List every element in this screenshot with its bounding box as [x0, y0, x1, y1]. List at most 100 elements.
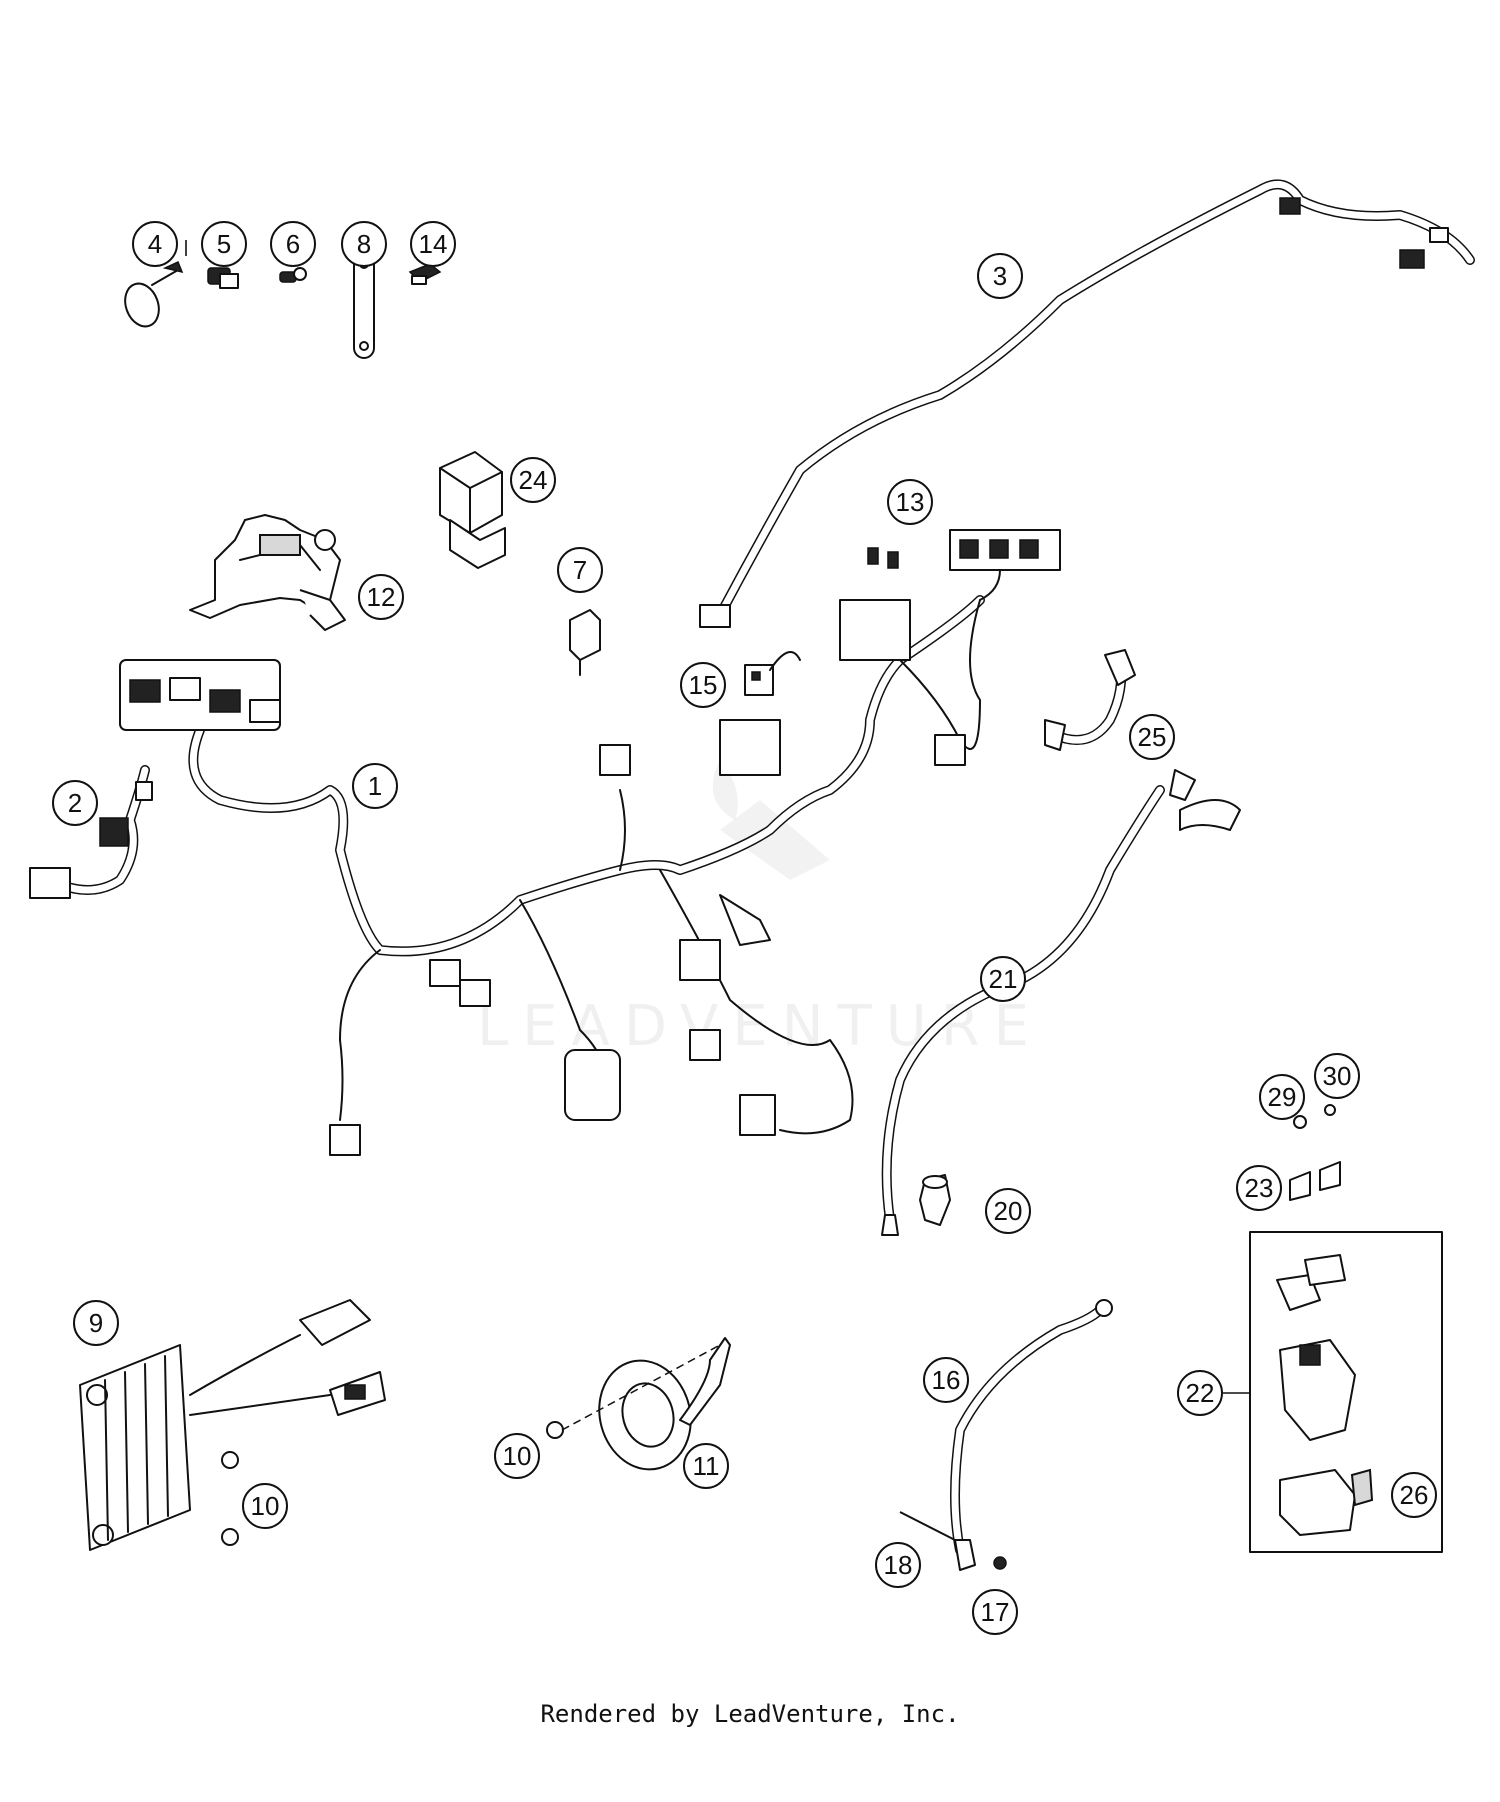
callout-23: 23: [1236, 1165, 1282, 1211]
callout-8: 8: [341, 221, 387, 267]
part-cable-tie: [124, 260, 184, 328]
part-relay-7: [569, 609, 601, 676]
callout-circle: [73, 1300, 119, 1346]
part-relay-24: [439, 451, 506, 569]
callout-2: 2: [52, 780, 98, 826]
callout-circle: [242, 1483, 288, 1529]
callout-label: 21: [989, 964, 1018, 994]
callout-circle: [875, 1542, 921, 1588]
sub-harness-2: [29, 765, 153, 899]
part-fuses-13: [867, 547, 899, 569]
callout-11: 11: [683, 1443, 729, 1489]
watermark-text: LEADVENTURE: [477, 994, 1043, 1059]
callout-label: 3: [993, 261, 1007, 291]
callout-circle: [923, 1357, 969, 1403]
callout-18: 18: [875, 1542, 921, 1588]
callout-label: 25: [1138, 722, 1167, 752]
callout-label: 22: [1186, 1378, 1215, 1408]
part-fuses-23: [1289, 1161, 1341, 1201]
callout-25: 25: [1129, 714, 1175, 760]
callout-circle: [510, 457, 556, 503]
callout-circle: [494, 1433, 540, 1479]
callout-circle: [972, 1589, 1018, 1635]
callout-label: 6: [286, 229, 300, 259]
callout-label: 26: [1400, 1480, 1429, 1510]
callout-6: 6: [270, 221, 316, 267]
part-connector-15: [744, 651, 801, 696]
callout-circle: [683, 1443, 729, 1489]
callout-7: 7: [557, 547, 603, 593]
callout-label: 17: [981, 1597, 1010, 1627]
callout-circle: [980, 956, 1026, 1002]
callout-circle: [887, 479, 933, 525]
part-regulator-9: [79, 1299, 386, 1551]
callout-label: 24: [519, 465, 548, 495]
callout-label: 30: [1323, 1061, 1352, 1091]
wire-3: [699, 179, 1475, 628]
callout-label: 2: [68, 788, 82, 818]
footer-credit: Rendered by LeadVenture, Inc.: [540, 1700, 960, 1728]
callout-21: 21: [980, 956, 1026, 1002]
callout-circle: [1236, 1165, 1282, 1211]
callout-label: 29: [1268, 1082, 1297, 1112]
callout-circle: [1259, 1074, 1305, 1120]
callout-17: 17: [972, 1589, 1018, 1635]
callout-1: 1: [352, 763, 398, 809]
callout-circle: [557, 547, 603, 593]
callout-label: 13: [896, 487, 925, 517]
callout-label: 20: [994, 1196, 1023, 1226]
callout-circle: [358, 574, 404, 620]
part-hose-25: [1044, 649, 1136, 751]
callout-12: 12: [358, 574, 404, 620]
callout-circle: [985, 1188, 1031, 1234]
callout-circle: [1177, 1370, 1223, 1416]
callout-label: 10: [503, 1441, 532, 1471]
callout-20: 20: [985, 1188, 1031, 1234]
callout-10a: 10: [494, 1433, 540, 1479]
callout-label: 23: [1245, 1173, 1274, 1203]
callout-label: 14: [419, 229, 448, 259]
callout-30: 30: [1314, 1053, 1360, 1099]
callout-label: 8: [357, 229, 371, 259]
callout-label: 7: [573, 555, 587, 585]
callout-10b: 10: [242, 1483, 288, 1529]
callout-26: 26: [1391, 1472, 1437, 1518]
callout-circle: [410, 221, 456, 267]
callout-circle: [680, 662, 726, 708]
callout-label: 1: [368, 771, 382, 801]
main-harness-1: [119, 529, 1061, 1156]
callout-label: 16: [932, 1365, 961, 1395]
callout-label: 9: [89, 1308, 103, 1338]
callout-circle: [52, 780, 98, 826]
callout-circle: [1391, 1472, 1437, 1518]
callout-5: 5: [201, 221, 247, 267]
part-clip: [207, 267, 239, 289]
part-strap: [353, 251, 375, 359]
callout-16: 16: [923, 1357, 969, 1403]
callout-circle: [1314, 1053, 1360, 1099]
part-horn-11: [561, 1337, 731, 1471]
callout-29: 29: [1259, 1074, 1305, 1120]
part-cap-20: [919, 1174, 951, 1226]
callout-label: 18: [884, 1550, 913, 1580]
callout-label: 15: [689, 670, 718, 700]
cable-16: [899, 1299, 1113, 1571]
callout-label: 10: [251, 1491, 280, 1521]
callout-22: 22: [1177, 1370, 1223, 1416]
part-fuse-holder-small: [408, 263, 442, 285]
callout-24: 24: [510, 457, 556, 503]
callout-9: 9: [73, 1300, 119, 1346]
part-bolts-10: [221, 1421, 564, 1546]
part-bracket-12: [189, 514, 346, 631]
part-bulb: [279, 267, 307, 283]
callout-label: 5: [217, 229, 231, 259]
callout-circle: [341, 221, 387, 267]
callout-circle: [270, 221, 316, 267]
callout-label: 4: [148, 229, 162, 259]
callout-13: 13: [887, 479, 933, 525]
callout-circle: [1129, 714, 1175, 760]
callout-3: 3: [977, 253, 1023, 299]
callout-circle: [132, 221, 178, 267]
